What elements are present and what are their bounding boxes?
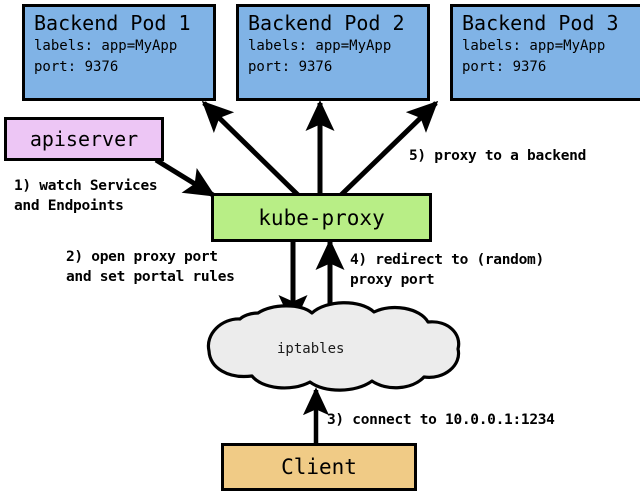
backend-pod-1-labels: labels: app=MyApp bbox=[34, 38, 178, 54]
iptables-label: iptables bbox=[277, 341, 345, 357]
backend-pod-3-box[interactable]: Backend Pod 3 labels: app=MyApp port: 93… bbox=[450, 4, 640, 101]
backend-pod-1-title: Backend Pod 1 bbox=[34, 11, 191, 35]
backend-pod-1-port: port: 9376 bbox=[34, 59, 119, 75]
step-4-line-1: 4) redirect to (random) bbox=[350, 252, 544, 268]
backend-pod-3-labels: labels: app=MyApp bbox=[462, 38, 606, 54]
apiserver-label: apiserver bbox=[29, 127, 139, 151]
iptables-cloud-shape bbox=[206, 301, 461, 392]
backend-pod-2-port: port: 9376 bbox=[248, 59, 333, 75]
step-3-label: 3) connect to 10.0.0.1:1234 bbox=[327, 410, 555, 430]
client-label: Client bbox=[281, 455, 357, 479]
step-2-label: 2) open proxy port and set portal rules bbox=[66, 247, 235, 287]
step-4-line-2: proxy port bbox=[350, 272, 435, 288]
step-4-label: 4) redirect to (random) proxy port bbox=[350, 250, 544, 290]
apiserver-box[interactable]: apiserver bbox=[4, 117, 164, 161]
backend-pod-2-title: Backend Pod 2 bbox=[248, 11, 405, 35]
backend-pod-2-labels: labels: app=MyApp bbox=[248, 38, 392, 54]
step-1-label: 1) watch Services and Endpoints bbox=[14, 176, 158, 216]
step-3-line-1: 3) connect to 10.0.0.1:1234 bbox=[327, 412, 555, 428]
client-box[interactable]: Client bbox=[221, 443, 417, 491]
step-2-line-2: and set portal rules bbox=[66, 269, 235, 285]
step-1-line-1: 1) watch Services bbox=[14, 178, 158, 194]
step-1-line-2: and Endpoints bbox=[14, 198, 124, 214]
step-2-line-1: 2) open proxy port bbox=[66, 249, 218, 265]
backend-pod-3-port: port: 9376 bbox=[462, 59, 547, 75]
kube-proxy-label: kube-proxy bbox=[258, 205, 385, 230]
arrow-apiserver-to-kubeproxy bbox=[154, 157, 216, 198]
backend-pod-1-box[interactable]: Backend Pod 1 labels: app=MyApp port: 93… bbox=[22, 4, 216, 101]
backend-pod-3-title: Backend Pod 3 bbox=[462, 11, 619, 35]
backend-pod-2-box[interactable]: Backend Pod 2 labels: app=MyApp port: 93… bbox=[236, 4, 430, 101]
step-5-line-1: 5) proxy to a backend bbox=[409, 148, 587, 164]
step-5-label: 5) proxy to a backend bbox=[409, 146, 586, 166]
kube-proxy-box[interactable]: kube-proxy bbox=[211, 193, 432, 242]
arrow-kubeproxy-to-pod3 bbox=[339, 100, 439, 197]
arrow-kubeproxy-to-pod1 bbox=[201, 100, 300, 197]
